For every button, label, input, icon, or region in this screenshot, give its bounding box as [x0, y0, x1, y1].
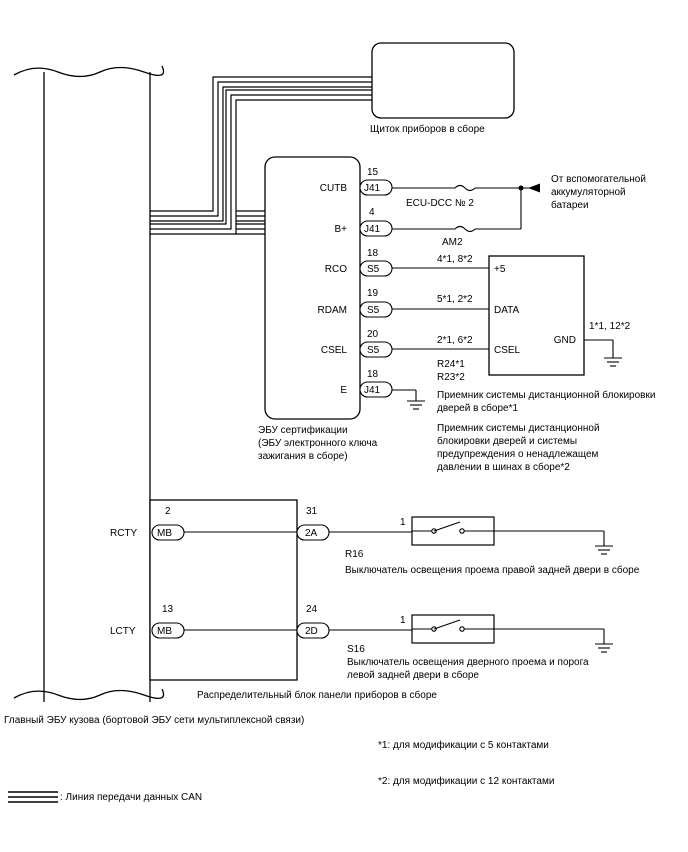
switch-s16-desc-2: левой задней двери в сборе [347, 669, 479, 681]
ecu-pin-names: CUTB B+ RCO RDAM CSEL E [318, 183, 348, 396]
pin-name-cutb: CUTB [320, 183, 348, 194]
ground-icon [604, 357, 622, 367]
pin-number: 1 [400, 615, 406, 626]
ecu-pin-numbers: 15 4 18 19 20 18 [367, 167, 379, 380]
instrument-cluster-box [371, 42, 515, 119]
receiver2-label-3: предупреждения о ненадлежащем [437, 449, 599, 460]
receiver2-label-2: блокировки дверей и системы [437, 435, 577, 447]
switch-s16-desc-1: Выключатель освещения дверного проема и … [347, 657, 589, 668]
receiver-pin-plus5: +5 [494, 264, 506, 275]
receiver-pin-gnd: GND [554, 335, 576, 346]
connector-label: MB [157, 626, 172, 637]
main-ecu-label: Главный ЭБУ кузова (бортовой ЭБУ сети му… [4, 714, 304, 726]
pin-number: 1 [400, 517, 406, 528]
wire-label-data: 5*1, 2*2 [437, 294, 473, 305]
fuse-ecu-dcc-label: ECU-DCC № 2 [406, 198, 474, 209]
switch-r16-ref: R16 [345, 549, 364, 560]
connector-label: J41 [364, 224, 381, 235]
pin-number: 20 [367, 329, 379, 340]
wire-label-csel: 2*1, 6*2 [437, 335, 473, 346]
connector-label: S5 [367, 305, 380, 316]
switch-s16-ref: S16 [347, 644, 365, 655]
ground-icon [407, 400, 425, 410]
pin-number: 19 [367, 288, 379, 299]
wire-label-gnd: 1*1, 12*2 [589, 321, 631, 332]
receiver-ref-r24: R24*1 [437, 359, 465, 370]
certification-ecu-label-1: ЭБУ сертификации [258, 424, 348, 436]
junction-dot [518, 185, 524, 191]
ground-icon [595, 643, 613, 653]
connector-label: S5 [367, 264, 380, 275]
note-2: *2: для модификации с 12 контактами [378, 775, 554, 787]
pin-number: 18 [367, 248, 379, 259]
main-body-ecu [13, 65, 165, 702]
receiver2-label-4: давлении в шинах в сборе*2 [437, 461, 570, 473]
pin-name-bplus: B+ [334, 224, 347, 235]
signal-label-rcty: RCTY [110, 528, 138, 539]
can-legend-symbol [8, 791, 58, 803]
ground-icon [595, 545, 613, 555]
connector-label: MB [157, 528, 172, 539]
receiver2-label-1: Приемник системы дистанционной [437, 423, 600, 434]
connector-label: J41 [364, 385, 381, 396]
receiver-ref-r23: R23*2 [437, 372, 465, 383]
pin-number: 13 [162, 604, 174, 615]
connector-label: S5 [367, 345, 380, 356]
receiver-wires [392, 267, 614, 401]
pin-name-rdam: RDAM [318, 305, 347, 316]
fuse-am2-label: AM2 [442, 237, 463, 248]
connector-label: 2A [305, 528, 318, 539]
instrument-cluster-label: Щиток приборов в сборе [370, 123, 485, 135]
connector-label: 2D [305, 626, 318, 637]
receiver-pin-data: DATA [494, 305, 520, 316]
certification-ecu-label-3: зажигания в сборе) [258, 450, 348, 462]
aux-battery-label-1: От вспомогательной [551, 174, 646, 185]
ecu-connectors: J41 J41 S5 S5 S5 J41 [359, 179, 393, 398]
receiver-box [488, 255, 585, 376]
note-1: *1: для модификации с 5 контактами [378, 739, 549, 751]
pin-number: 2 [165, 506, 171, 517]
connector-label: J41 [364, 183, 381, 194]
receiver-label-2: дверей в сборе*1 [437, 402, 518, 414]
pin-number: 24 [306, 604, 318, 615]
junction-row-lcty: LCTY 13 MB 24 2D 1 [110, 604, 412, 639]
pin-name-e: E [340, 385, 347, 396]
signal-label-lcty: LCTY [110, 626, 136, 637]
certification-ecu-label-2: (ЭБУ электронного ключа [258, 438, 378, 449]
aux-battery-label-2: аккумуляторной [551, 187, 626, 198]
can-legend-label: : Линия передачи данных CAN [60, 792, 202, 803]
pin-number: 18 [367, 369, 379, 380]
aux-battery-label-3: батареи [551, 199, 589, 211]
r16-ground-wire [494, 530, 605, 546]
receiver-label-1: Приемник системы дистанционной блокировк… [437, 389, 655, 401]
switch-icon [412, 521, 494, 534]
pin-name-csel: CSEL [321, 345, 348, 356]
can-bus-lines [150, 76, 372, 235]
pin-number: 4 [369, 207, 375, 218]
junction-block-label: Распределительный блок панели приборов в… [197, 689, 437, 701]
certification-ecu-box [264, 156, 361, 420]
pin-number: 15 [367, 167, 379, 178]
switch-icon [412, 619, 494, 632]
switch-r16-desc: Выключатель освещения проема правой задн… [345, 564, 640, 576]
pin-number: 31 [306, 506, 318, 517]
pin-name-rco: RCO [325, 264, 347, 275]
arrow-icon [528, 183, 540, 193]
junction-row-rcty: RCTY 2 MB 31 2A 1 [110, 506, 412, 541]
s16-ground-wire [494, 628, 605, 644]
wire-label-plus5: 4*1, 8*2 [437, 254, 473, 265]
receiver-pin-csel: CSEL [494, 345, 521, 356]
